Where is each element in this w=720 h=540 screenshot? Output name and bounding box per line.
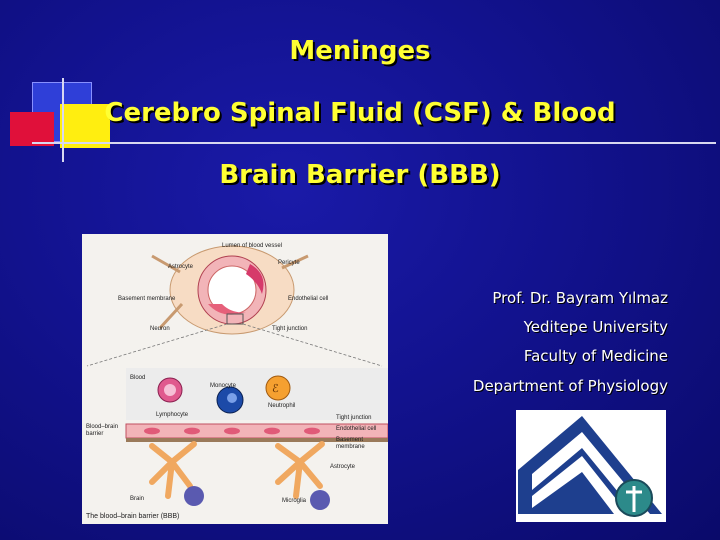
slide-subtitle-line-1: Cerebro Spinal Fluid (CSF) & Blood [104, 98, 616, 128]
astrocyte-cell-2 [275, 441, 325, 499]
label-endothelial: Endothelial cell [288, 296, 328, 302]
decor-horizontal-line [32, 142, 716, 144]
university-logo [516, 410, 666, 522]
zoom-line-left [86, 323, 228, 367]
university-name: Yeditepe University [523, 318, 668, 336]
neutrophil-cell [265, 375, 291, 401]
decor-red-square [10, 112, 54, 146]
astrocyte-cell-1 [149, 441, 197, 499]
zoom-box [226, 313, 244, 325]
astrocyte-process [151, 254, 309, 330]
slide-subtitle-line-2: Brain Barrier (BBB) [219, 160, 501, 190]
endothelial-nucleus-5 [304, 427, 320, 435]
endothelial-nucleus-1 [144, 427, 160, 435]
label-lymphocyte: Lymphocyte [156, 412, 189, 418]
label-blood: Blood [130, 375, 145, 381]
label-lumen: Lumen of blood vessel [222, 243, 282, 249]
slide-title: Meninges [289, 36, 431, 66]
logo-emblem-symbol [626, 486, 642, 512]
decor-yellow-square [60, 104, 110, 148]
label-bbb-1: Blood–brain [86, 424, 118, 430]
university-logo-svg [518, 416, 662, 517]
logo-triangle-stripe-2 [532, 456, 628, 514]
label-tight-top: Tight junction [272, 326, 307, 332]
zoom-line-right [242, 323, 383, 367]
neutrophil-glyph: ℰ [272, 383, 279, 395]
endothelial-nucleus-3 [224, 427, 240, 435]
microglia-cell-2 [310, 490, 330, 510]
pericyte-shape [246, 264, 264, 294]
label-microglia: Microglia [282, 498, 307, 504]
label-endothelial-bottom: Endothelial cell [336, 426, 376, 432]
figure-caption: The blood–brain barrier (BBB) [86, 513, 179, 520]
label-astrocyte-bottom: Astrocyte [330, 464, 356, 470]
label-monocyte: Monocyte [210, 383, 237, 389]
label-bbb-2: barrier [86, 431, 103, 437]
endothelial-nucleus-2 [184, 427, 200, 435]
label-neutrophil: Neutrophil [268, 403, 295, 409]
label-basement-bottom-2: membrane [336, 444, 365, 450]
faculty-name: Faculty of Medicine [523, 347, 668, 365]
label-basement-bottom-1: Basement [336, 437, 363, 443]
bbb-diagram: Lumen of blood vessel Astrocyte Pericyte… [82, 234, 389, 524]
bbb-diagram-svg: Lumen of blood vessel Astrocyte Pericyte… [86, 243, 389, 520]
label-pericyte: Pericyte [278, 260, 300, 266]
endothelial-nucleus-4 [264, 427, 280, 435]
label-brain: Brain [130, 496, 144, 502]
monocyte-nucleus [164, 384, 176, 396]
lymphocyte-nucleus [227, 393, 237, 403]
department-name: Department of Physiology [472, 377, 668, 395]
decor-vertical-line [62, 78, 64, 162]
label-neuron: Neuron [150, 326, 170, 332]
label-astrocyte-top: Astrocyte [168, 264, 194, 270]
label-basement: Basement membrane [118, 296, 176, 302]
microglia-cell-1 [184, 486, 204, 506]
author-name: Prof. Dr. Bayram Yılmaz [492, 289, 668, 307]
endothelial-shape [208, 304, 246, 315]
label-tight-bottom: Tight junction [336, 415, 371, 421]
basement-membrane [126, 438, 388, 442]
